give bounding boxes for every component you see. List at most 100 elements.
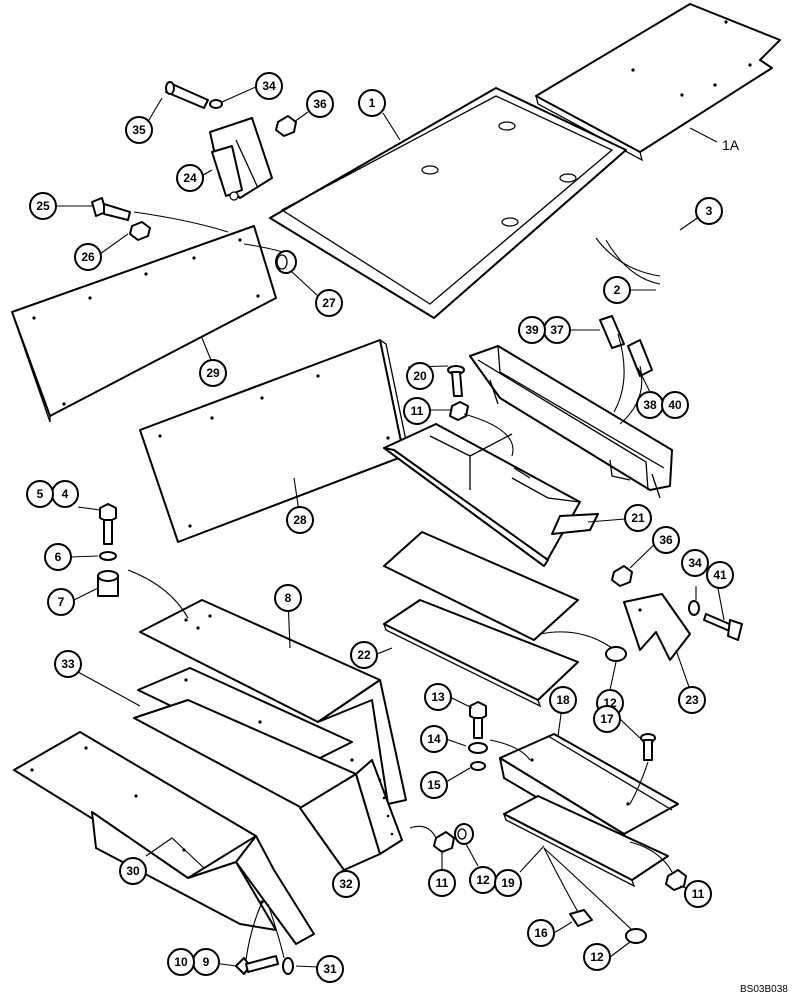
callout-22: 22 bbox=[350, 641, 378, 669]
svg-text:38: 38 bbox=[643, 398, 657, 412]
svg-text:12: 12 bbox=[476, 873, 490, 887]
svg-text:14: 14 bbox=[427, 732, 441, 746]
cage-nut-16 bbox=[569, 909, 593, 927]
washer-6 bbox=[99, 551, 117, 561]
callout-11-upper: 11 bbox=[403, 397, 431, 425]
callout-30: 30 bbox=[119, 857, 147, 885]
bushing-12-bottom bbox=[625, 928, 647, 944]
nut-36-right bbox=[611, 565, 633, 587]
svg-text:3: 3 bbox=[706, 204, 713, 218]
label-1a: 1A bbox=[722, 137, 740, 153]
callout-28: 28 bbox=[286, 506, 314, 534]
svg-text:22: 22 bbox=[357, 648, 371, 662]
svg-text:37: 37 bbox=[550, 323, 564, 337]
svg-text:18: 18 bbox=[556, 693, 570, 707]
nut-36-top bbox=[275, 115, 297, 137]
decal-38-40 bbox=[627, 339, 653, 377]
svg-text:23: 23 bbox=[685, 693, 699, 707]
callout-37: 37 bbox=[543, 316, 571, 344]
svg-text:34: 34 bbox=[688, 556, 702, 570]
callout-1: 1 bbox=[358, 89, 386, 117]
washer-15 bbox=[470, 761, 486, 771]
callout-9: 9 bbox=[192, 948, 220, 976]
callout-27: 27 bbox=[315, 289, 343, 317]
screw-20 bbox=[447, 365, 465, 397]
svg-text:11: 11 bbox=[411, 404, 424, 418]
svg-text:10: 10 bbox=[174, 955, 188, 969]
callout-36-right: 36 bbox=[652, 526, 680, 554]
svg-text:9: 9 bbox=[203, 955, 210, 969]
svg-text:15: 15 bbox=[427, 778, 441, 792]
callout-24: 24 bbox=[176, 164, 204, 192]
callout-29: 29 bbox=[199, 359, 227, 387]
spacer-7 bbox=[97, 570, 119, 597]
callout-4: 4 bbox=[51, 480, 79, 508]
callout-25: 25 bbox=[29, 192, 57, 220]
svg-text:39: 39 bbox=[525, 323, 539, 337]
callout-31: 31 bbox=[316, 955, 344, 983]
drawing-id: BS03B038 bbox=[740, 984, 788, 995]
callout-8: 8 bbox=[274, 584, 302, 612]
svg-text:17: 17 bbox=[600, 712, 614, 726]
leader-lines bbox=[56, 85, 725, 968]
svg-text:40: 40 bbox=[668, 398, 682, 412]
svg-text:2: 2 bbox=[614, 283, 621, 297]
callout-14: 14 bbox=[420, 725, 448, 753]
svg-text:26: 26 bbox=[81, 250, 95, 264]
grommet-27 bbox=[275, 250, 297, 274]
callout-40: 40 bbox=[661, 391, 689, 419]
callout-36-top: 36 bbox=[306, 90, 334, 118]
svg-text:32: 32 bbox=[339, 877, 353, 891]
svg-text:20: 20 bbox=[413, 369, 427, 383]
part-24-hinge-bracket bbox=[209, 117, 273, 201]
part-1-floor-plate bbox=[269, 87, 627, 319]
svg-text:31: 31 bbox=[323, 962, 337, 976]
callout-13: 13 bbox=[424, 683, 452, 711]
callout-23: 23 bbox=[678, 686, 706, 714]
svg-text:8: 8 bbox=[285, 591, 292, 605]
callout-20: 20 bbox=[406, 362, 434, 390]
svg-text:5: 5 bbox=[37, 487, 44, 501]
svg-text:30: 30 bbox=[126, 864, 140, 878]
callout-3: 3 bbox=[695, 197, 723, 225]
svg-text:12: 12 bbox=[590, 950, 604, 964]
bolt-41 bbox=[703, 613, 743, 641]
callout-18: 18 bbox=[549, 686, 577, 714]
callout-12-bottom: 12 bbox=[583, 943, 611, 971]
washer-34-top bbox=[209, 99, 223, 109]
part-29-side-panel bbox=[11, 225, 277, 423]
part-22-plates bbox=[383, 531, 579, 708]
callout-32: 32 bbox=[332, 870, 360, 898]
callout-33: 33 bbox=[54, 650, 82, 678]
part-32-bracket bbox=[299, 759, 403, 871]
washer-34-right bbox=[688, 600, 700, 616]
svg-text:41: 41 bbox=[713, 568, 727, 582]
nut-11-upper bbox=[449, 401, 469, 421]
nut-11-center bbox=[433, 831, 455, 853]
svg-text:1: 1 bbox=[369, 96, 376, 110]
svg-text:25: 25 bbox=[36, 199, 50, 213]
callout-11-right: 11 bbox=[684, 880, 712, 908]
svg-text:33: 33 bbox=[61, 657, 75, 671]
callout-35: 35 bbox=[125, 116, 153, 144]
part-19-plate bbox=[503, 795, 669, 888]
svg-text:7: 7 bbox=[58, 595, 65, 609]
svg-text:6: 6 bbox=[55, 550, 62, 564]
callout-16: 16 bbox=[527, 919, 555, 947]
part-28-side-panel bbox=[139, 339, 411, 543]
callouts: 1 2 3 4 5 6 7 8 9 10 11 11 11 12 12 12 1… bbox=[26, 72, 734, 983]
svg-text:34: 34 bbox=[262, 79, 276, 93]
bolt-25 bbox=[91, 197, 131, 221]
bushing-12-center bbox=[454, 823, 474, 845]
support-frame bbox=[469, 345, 673, 499]
callout-17: 17 bbox=[593, 705, 621, 733]
washer-14 bbox=[468, 742, 488, 754]
bushing-12-mid bbox=[605, 646, 627, 662]
svg-text:19: 19 bbox=[501, 876, 515, 890]
callout-41: 41 bbox=[706, 561, 734, 589]
washer-31 bbox=[282, 957, 294, 975]
bolt-4-5 bbox=[99, 503, 117, 545]
callout-6: 6 bbox=[44, 543, 72, 571]
callout-34-right: 34 bbox=[681, 549, 709, 577]
